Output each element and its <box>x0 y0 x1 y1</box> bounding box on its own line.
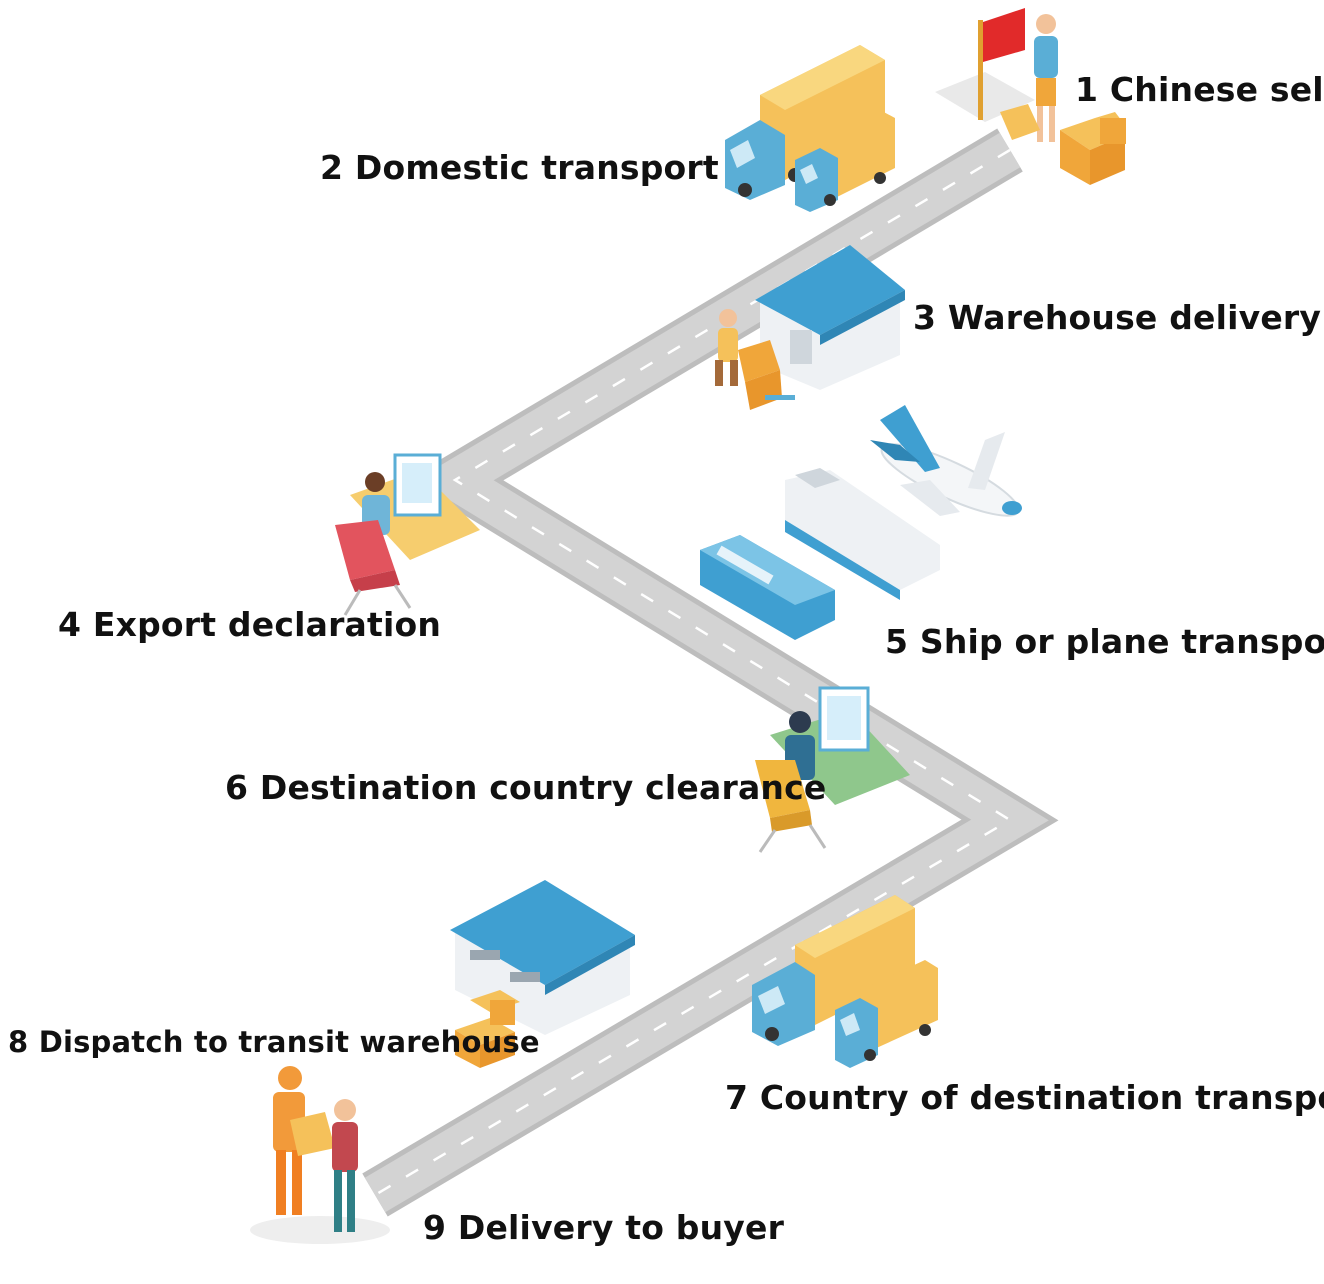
step-number: 2 <box>320 148 344 187</box>
step-8-label: 8 Dispatch to transit warehouse <box>8 1022 540 1062</box>
step-number: 8 <box>8 1025 29 1059</box>
step-text: Warehouse delivery <box>947 298 1322 337</box>
step-text: Dispatch to transit warehouse <box>38 1025 540 1059</box>
step-number: 5 <box>885 622 909 661</box>
step-text: Delivery to buyer <box>457 1208 785 1247</box>
destination-transport-trucks <box>752 895 938 1068</box>
step-9-label: 9 Delivery to buyer <box>423 1208 784 1248</box>
step-number: 9 <box>423 1208 447 1247</box>
step-4-label: 4 Export declaration <box>58 605 441 645</box>
step-number: 7 <box>725 1078 749 1117</box>
step-2-label: 2 Domestic transport <box>320 148 719 188</box>
ship-plane-train-illustration <box>700 405 1022 640</box>
step-number: 6 <box>225 768 249 807</box>
step-text: Country of destination transport <box>759 1078 1324 1117</box>
step-number: 1 <box>1075 70 1099 109</box>
delivery-to-buyer-illustration <box>250 1066 390 1244</box>
destination-clearance-illustration <box>755 686 910 853</box>
chinese-seller-illustration <box>935 8 1126 185</box>
transit-warehouse-illustration <box>450 880 635 1068</box>
step-5-label: 5 Ship or plane transport <box>885 622 1324 662</box>
step-number: 4 <box>58 605 82 644</box>
step-text: Export declaration <box>92 605 442 644</box>
step-6-label: 6 Destination country clearance <box>225 768 826 808</box>
step-3-label: 3 Warehouse delivery <box>913 298 1321 338</box>
domestic-transport-trucks <box>725 45 895 212</box>
step-7-label: 7 Country of destination transport <box>725 1078 1324 1118</box>
warehouse-delivery-illustration <box>715 245 905 410</box>
step-text: Ship or plane transport <box>919 622 1324 661</box>
step-text: Destination country clearance <box>259 768 827 807</box>
step-text: Domestic transport <box>354 148 719 187</box>
export-declaration-illustration <box>335 453 480 616</box>
step-text: Chinese seller <box>1109 70 1324 109</box>
step-number: 3 <box>913 298 937 337</box>
step-1-label: 1 Chinese seller <box>1075 70 1324 110</box>
